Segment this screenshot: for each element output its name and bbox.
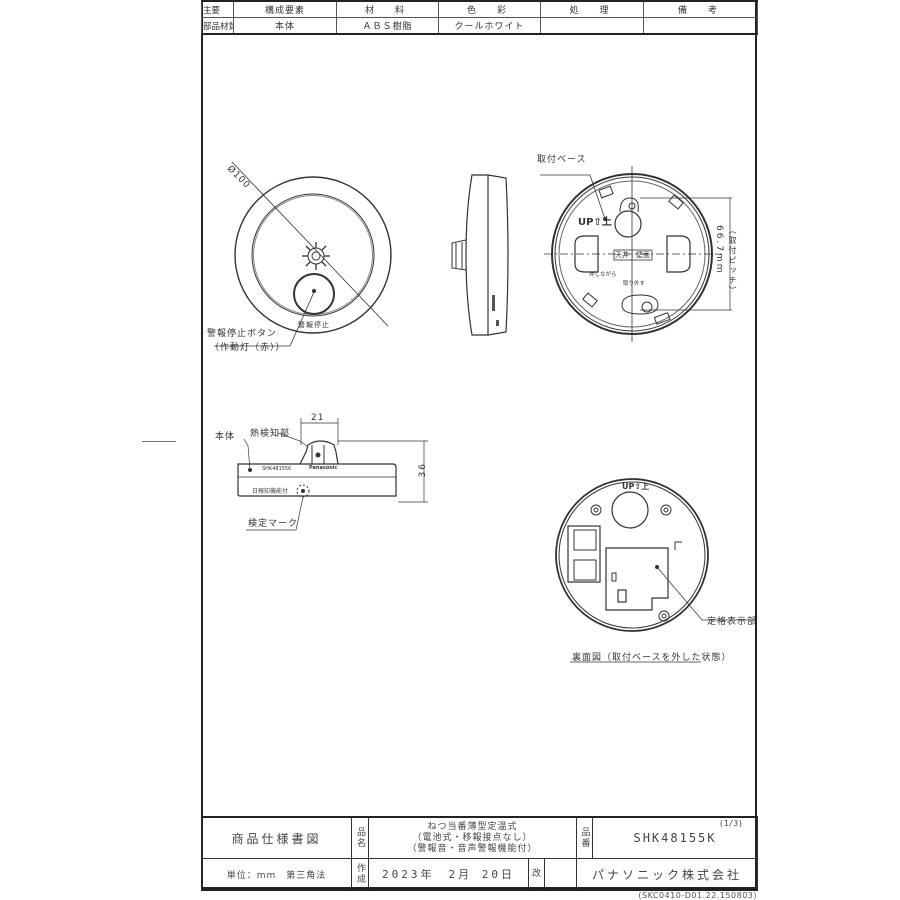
sensor-width-dimension: 21 (311, 413, 325, 423)
push-label: 押しながら (589, 272, 617, 278)
rating-display-label: 定格表示部 (707, 617, 758, 627)
product-name-line-3: （警報音・音声警報機能付） (407, 843, 538, 854)
elevation-panel-text: 日報知機能付 (252, 487, 288, 495)
revision-label: 改 (528, 858, 545, 891)
height-dimension: 36 (418, 462, 428, 478)
margin-tick-mark (142, 441, 176, 442)
rotate-label: 取り外す (623, 281, 646, 287)
product-number-cell: (1/3) SHK48155K (592, 816, 758, 859)
parts-material-table: 主要 構成要素 材 料 色 彩 処 理 備 考 部品材質 本体 ＡＢＳ樹脂 クー… (201, 0, 758, 35)
product-name-line-1: ねつ当番薄型定温式 (427, 821, 518, 832)
company-name: パナソニック株式会社 (576, 858, 758, 891)
unit-projection: 単位：mm 第三角法 (201, 858, 352, 891)
stop-button-text: 警報停止 (298, 321, 330, 329)
product-number: SHK48155K (633, 831, 717, 845)
cell-remarks (643, 17, 758, 35)
up-label-back: UP⇧上 (622, 482, 650, 491)
created-date: 2023年 2月 20日 (368, 858, 529, 891)
up-label-base: UP⇧上 (578, 217, 612, 228)
pitch-label: （取付ピッチ） (728, 226, 737, 296)
front-view (214, 161, 392, 347)
elevation-view: 日報知機能付 (237, 418, 428, 531)
product-name-label: 品名 (351, 816, 369, 859)
back-view-caption: 裏面図（取付ベースを外した状態） (572, 653, 732, 663)
product-name-line-2: （電池式・移報接点なし） (412, 832, 533, 843)
page-indicator: (1/3) (718, 819, 743, 828)
title-block: 商品仕様書図 品名 ねつ当番薄型定温式 （電池式・移報接点なし） （警報音・音声… (201, 816, 758, 891)
mount-base-view (540, 166, 732, 342)
title-block-row-2: 単位：mm 第三角法 作成 2023年 2月 20日 改 パナソニック株式会社 (201, 858, 758, 891)
alarm-stop-callout: 警報停止ボタン (207, 329, 278, 339)
brand-text: Panasonic (309, 465, 338, 471)
parts-table-header-row: 主要 構成要素 材 料 色 彩 処 理 備 考 (201, 0, 758, 18)
title-block-row-1: 商品仕様書図 品名 ねつ当番薄型定温式 （電池式・移報接点なし） （警報音・音声… (201, 816, 758, 859)
pitch-dimension: 66.7mm (714, 225, 724, 275)
mount-base-callout: 取付ベース (537, 155, 587, 165)
cell-color: クールホワイト (438, 17, 541, 35)
back-view (555, 478, 754, 663)
created-label: 作成 (351, 858, 369, 891)
revision-value (544, 858, 577, 891)
parts-table-row: 部品材質 本体 ＡＢＳ樹脂 クールホワイト (201, 17, 758, 35)
sensor-label: 熱検知部 (250, 429, 291, 439)
product-name: ねつ当番薄型定温式 （電池式・移報接点なし） （警報音・音声警報機能付） (368, 816, 577, 859)
body-label: 本体 (215, 432, 236, 442)
product-number-label: 品番 (576, 816, 593, 859)
document-title: 商品仕様書図 (201, 816, 352, 859)
inspection-mark-label: 検定マーク (248, 519, 299, 529)
model-text: SHK48155K (262, 466, 292, 472)
side-view (451, 174, 509, 336)
ceiling-wall-label: 天井｜壁面 (615, 251, 650, 259)
activation-lamp-callout: （作動灯（赤）） (210, 343, 286, 353)
form-code: (SKC0410-D01.22.150803) (638, 891, 757, 900)
